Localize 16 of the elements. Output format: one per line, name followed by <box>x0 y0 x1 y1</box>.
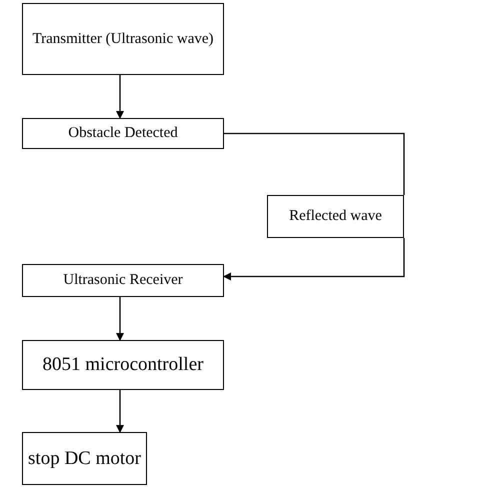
box-label: stop DC motor <box>27 446 142 470</box>
arrow <box>116 297 124 341</box>
arrow <box>116 390 124 433</box>
box-label: Transmitter (Ultrasonic wave) <box>31 30 215 48</box>
box-label: Obstacle Detected <box>67 124 179 143</box>
process-box <box>267 195 404 238</box>
process-box <box>22 3 224 75</box>
process-box <box>22 432 147 485</box>
box-label: Reflected wave <box>288 207 383 226</box>
box-label: 8051 microcontroller <box>42 353 204 377</box>
box-label: Ultrasonic Receiver <box>62 271 184 290</box>
process-box <box>22 118 224 149</box>
process-box <box>22 264 224 297</box>
arrow <box>223 238 405 280</box>
arrow <box>116 75 124 119</box>
process-box <box>22 340 224 390</box>
